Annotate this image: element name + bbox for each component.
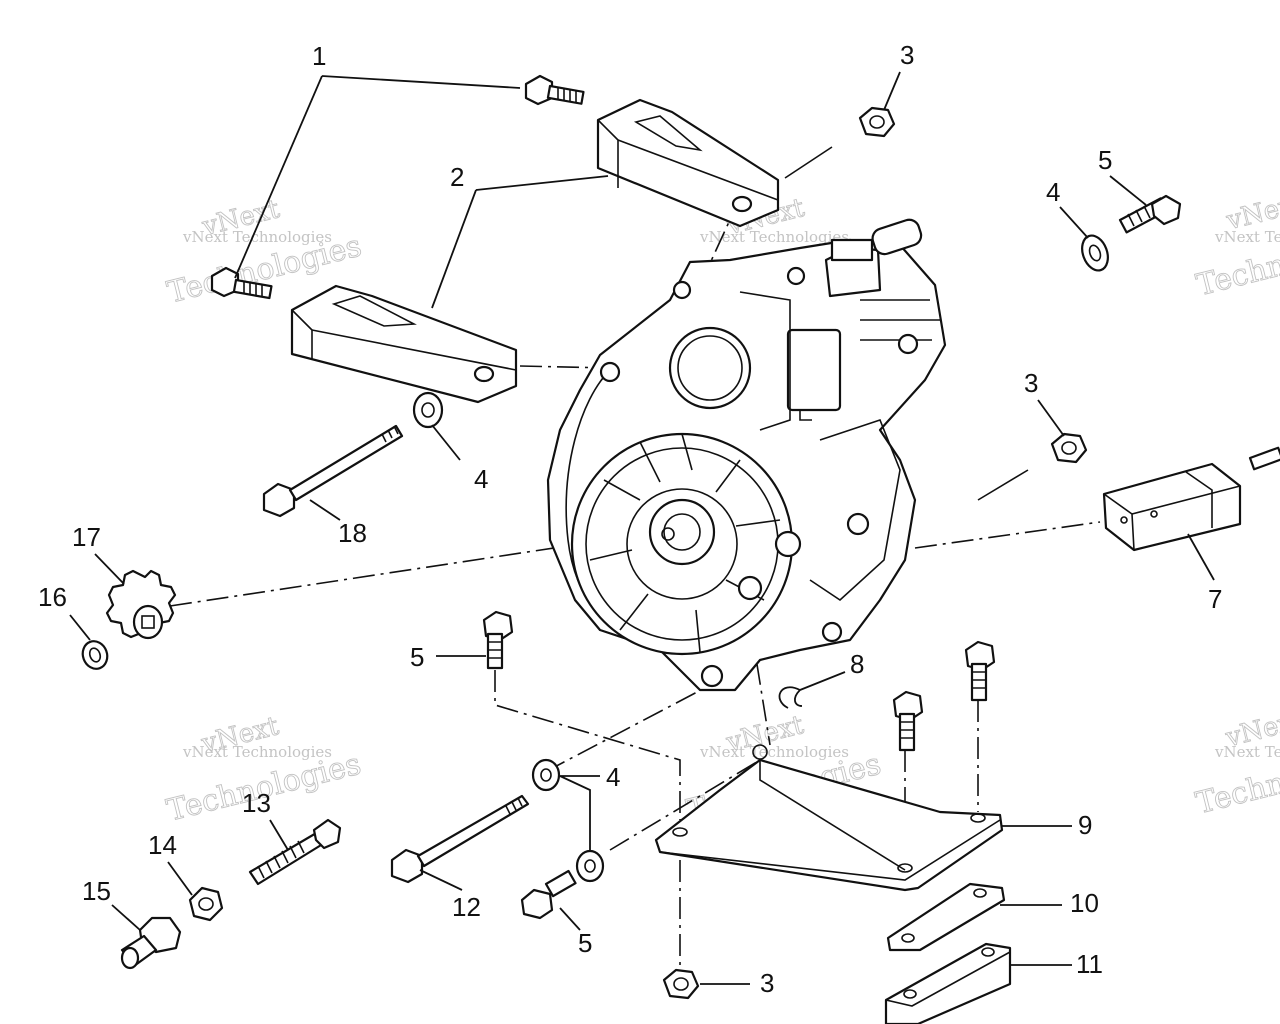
callout-4-top-right: 4: [1046, 177, 1060, 207]
long-bolt-12: [390, 794, 530, 884]
callout-7: 7: [1208, 584, 1222, 614]
callout-1: 1: [312, 41, 326, 71]
callout-4-bottom: 4: [606, 762, 620, 792]
bracket-2-lower: [290, 284, 518, 404]
callout-11: 11: [1076, 949, 1103, 979]
nut-3-bottom: [662, 968, 700, 1000]
fitting-15: [120, 916, 182, 970]
callout-labels: 1 2 3 5 4 3 4 18 17 16 7 5 8 9 4 13 14 1…: [38, 40, 1222, 998]
circlip-16: [81, 640, 109, 670]
nut-3-right: [1050, 432, 1088, 464]
gearcase-housing: [546, 218, 947, 692]
washer-4-bottom-b: [575, 849, 605, 883]
washer-4-mid: [412, 391, 444, 429]
support-plate-9: [654, 744, 1004, 892]
long-bolt-18: [262, 424, 404, 518]
bolt-1-upper: [524, 74, 585, 106]
spacer-block-11: [884, 942, 1012, 1024]
callout-5-bottom: 5: [578, 928, 592, 958]
washer-4-top-right: [1081, 234, 1109, 272]
watermark-small-bottom-center: vNext Technologies: [699, 743, 849, 761]
bolt-5-mid-b: [964, 640, 996, 702]
clip-8: [778, 686, 803, 709]
leader-lines: [69, 71, 1215, 985]
bolt-5-left: [482, 610, 514, 670]
callout-5-top-right: 5: [1098, 145, 1112, 175]
watermark-small-bottom-right: vNext Technologies: [1214, 743, 1280, 761]
washer-4-bottom-a: [531, 758, 561, 792]
watermark-small-top-right: vNext Technologies: [1214, 228, 1280, 246]
callout-9: 9: [1078, 810, 1092, 840]
bolt-7-stud: [1248, 446, 1280, 471]
nut-3-top: [858, 106, 896, 138]
watermark-small-bottom-left: vNext Technologies: [182, 743, 332, 761]
callout-10: 10: [1070, 888, 1099, 918]
mount-block-7: [1102, 462, 1242, 552]
watermark-small-top-left: vNext Technologies: [182, 228, 332, 246]
callout-8: 8: [850, 649, 864, 679]
bracket-2-upper: [596, 98, 780, 228]
bolt-5-bottom: [520, 869, 577, 920]
callout-3-top: 3: [900, 40, 914, 70]
stud-13: [248, 818, 342, 886]
spacer-plate-10: [886, 882, 1006, 952]
callout-2: 2: [450, 162, 464, 192]
callout-18: 18: [338, 518, 367, 548]
callout-14: 14: [148, 830, 177, 860]
bolt-5-top-right: [1118, 194, 1182, 234]
callout-15: 15: [82, 876, 111, 906]
nut-14: [188, 886, 224, 922]
callout-3-bottom: 3: [760, 968, 774, 998]
callout-12: 12: [452, 892, 481, 922]
assembly-centerlines: [169, 146, 1101, 990]
callout-5-left: 5: [410, 642, 424, 672]
callout-17: 17: [72, 522, 101, 552]
callout-4-mid: 4: [474, 464, 488, 494]
callout-13: 13: [242, 788, 271, 818]
callout-16: 16: [38, 582, 67, 612]
watermark-small-top-center: vNext Technologies: [699, 228, 849, 246]
bolt-1-lower: [210, 266, 273, 300]
callout-3-right: 3: [1024, 368, 1038, 398]
sprocket-17: [105, 569, 177, 640]
bolt-5-mid-a: [892, 690, 924, 752]
